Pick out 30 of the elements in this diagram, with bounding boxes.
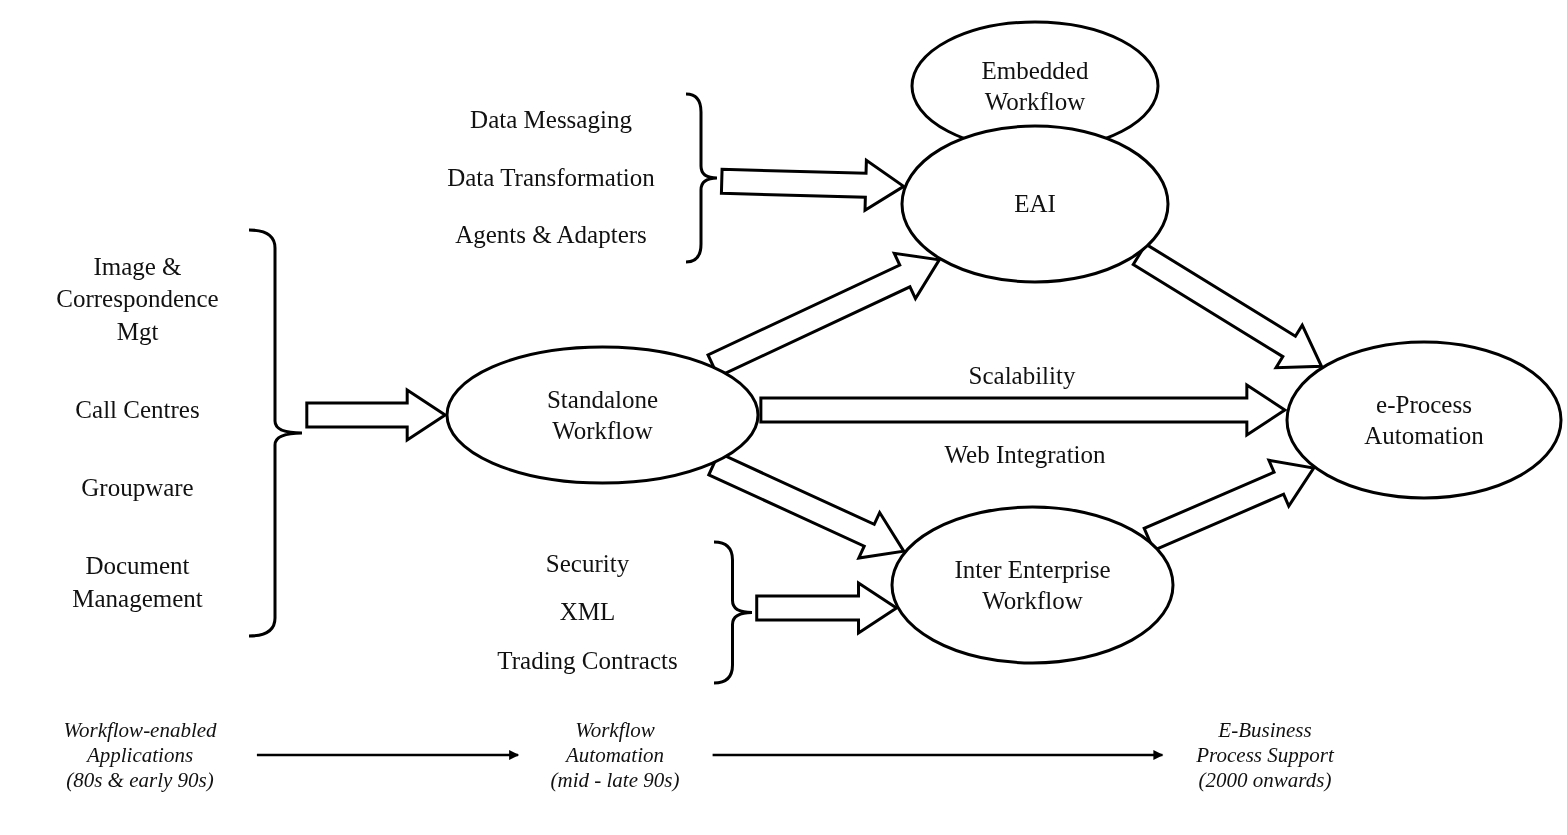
list-item: Call Centres	[75, 394, 200, 425]
edge-label: Scalability	[968, 362, 1076, 390]
timeline-label: (mid - late 90s)	[550, 768, 680, 794]
arrow	[256, 750, 520, 760]
timeline-label: (2000 onwards)	[1198, 768, 1332, 794]
block-arrow	[305, 387, 448, 443]
timeline-label: Workflow Automation	[564, 718, 665, 769]
list-item: Trading Contracts	[497, 645, 678, 676]
list-item: XML	[559, 597, 616, 628]
list-item: Groupware	[81, 473, 194, 504]
list-item: Document Management	[71, 551, 204, 614]
list-item: Security	[545, 548, 630, 579]
block-arrow	[755, 580, 900, 636]
node-label: Inter Enterprise Workflow	[953, 554, 1112, 616]
list-item: Data Messaging	[470, 105, 632, 136]
node-label: EAI	[1014, 189, 1056, 220]
arrow	[712, 750, 1164, 760]
list-item: Data Transformation	[447, 162, 655, 193]
timeline-label: E-Business Process Support	[1195, 718, 1336, 769]
block-arrow	[719, 157, 907, 214]
node-label: Standalone Workflow	[545, 384, 660, 446]
timeline-label: (80s & early 90s)	[66, 768, 214, 794]
list-item: Agents & Adapters	[455, 220, 647, 251]
node-label: e-Process Automation	[1363, 389, 1485, 451]
block-arrow	[1131, 242, 1324, 370]
node-label: Embedded Workflow	[980, 55, 1090, 117]
annotation-text: Web Integration	[944, 441, 1106, 469]
list-item: Image & Correspondence Mgt	[55, 251, 220, 347]
block-arrow	[759, 382, 1288, 438]
timeline-label: Workflow-enabled Applications	[62, 718, 218, 769]
